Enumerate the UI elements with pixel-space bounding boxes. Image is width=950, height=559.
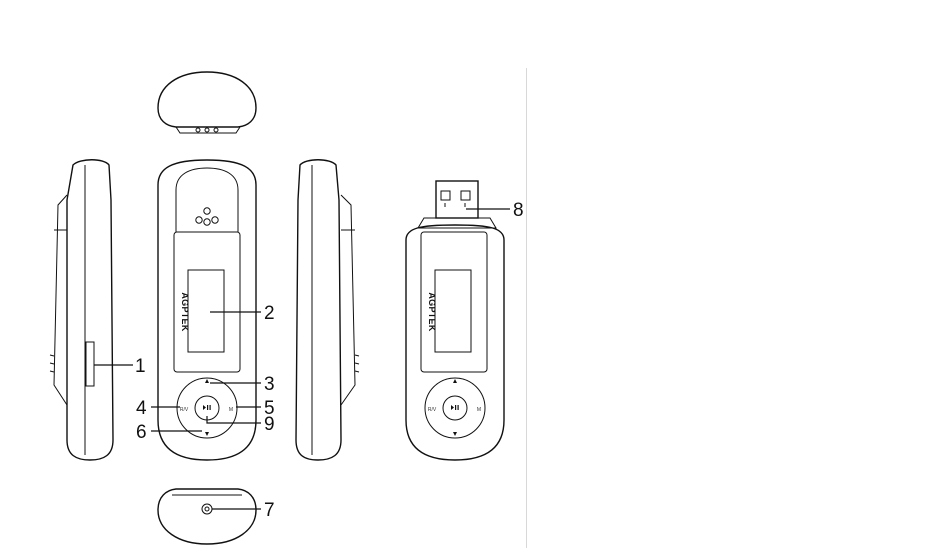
- usb-brand-text: AGPTEK: [427, 292, 437, 332]
- front-rv-label: R/V: [180, 407, 189, 413]
- top-view: [158, 72, 256, 133]
- callout-3: 3: [264, 374, 275, 395]
- callout-4: 4: [136, 398, 147, 419]
- vertical-divider: [526, 68, 527, 548]
- usb-extended-view: AGPTEK R/V M: [406, 181, 504, 460]
- leader-lines: [94, 209, 510, 509]
- callout-2: 2: [264, 303, 275, 324]
- front-view: AGPTEK R/V M: [158, 160, 256, 460]
- callout-9: 9: [264, 414, 275, 435]
- callouts: 1 2 3 4 5 6 9 7 8: [135, 200, 524, 521]
- front-m-label: M: [229, 407, 233, 413]
- callout-8: 8: [513, 200, 524, 221]
- right-side-view: [296, 160, 359, 460]
- usb-m-label: M: [477, 407, 481, 413]
- usb-rv-label: R/V: [428, 407, 437, 413]
- left-side-view: [50, 160, 113, 460]
- bottom-view: [158, 489, 256, 544]
- callout-6: 6: [136, 422, 147, 443]
- callout-1: 1: [135, 356, 146, 377]
- callout-7: 7: [264, 500, 275, 521]
- front-brand-text: AGPTEK: [180, 292, 190, 332]
